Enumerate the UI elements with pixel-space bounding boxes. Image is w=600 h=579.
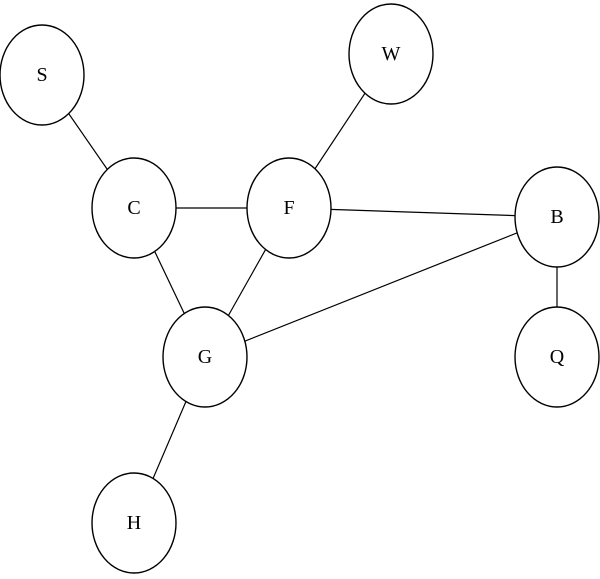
- node-w-circle: [348, 3, 434, 105]
- node-s-circle: [0, 24, 85, 126]
- node-f-circle: [246, 157, 332, 259]
- node-w-label: W: [382, 43, 401, 65]
- node-h: H: [91, 472, 177, 574]
- node-b: B: [514, 166, 600, 268]
- node-c-label: C: [127, 197, 140, 219]
- node-s: S: [0, 24, 85, 126]
- node-c: C: [91, 157, 177, 259]
- node-q: Q: [514, 306, 600, 408]
- node-q-circle: [514, 306, 600, 408]
- node-b-label: B: [550, 206, 563, 228]
- node-q-label: Q: [550, 346, 565, 368]
- node-w: W: [348, 3, 434, 105]
- node-b-circle: [514, 166, 600, 268]
- node-s-label: S: [36, 64, 47, 86]
- graph-edges: [41, 53, 558, 524]
- node-g-label: G: [198, 346, 212, 368]
- graph-nodes: S W C F B G Q H: [0, 3, 600, 574]
- edge-b-g: [204, 216, 558, 358]
- node-c-circle: [91, 157, 177, 259]
- node-g: G: [162, 306, 248, 408]
- node-f-label: F: [283, 197, 294, 219]
- node-h-circle: [91, 472, 177, 574]
- node-h-label: H: [127, 512, 141, 534]
- node-g-circle: [162, 306, 248, 408]
- edge-f-b: [288, 207, 558, 218]
- node-f: F: [246, 157, 332, 259]
